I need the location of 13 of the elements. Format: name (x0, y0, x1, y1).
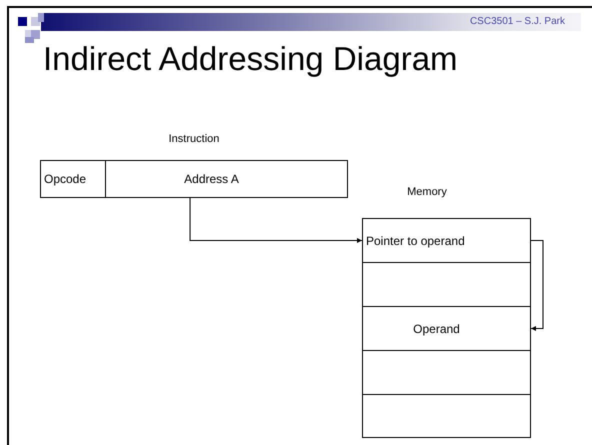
memory-cell (362, 262, 531, 307)
instruction-field: Opcode (40, 160, 106, 198)
slide-title: Indirect Addressing Diagram (43, 40, 458, 78)
footer-text: CSC3501 – S.J. Park (470, 16, 565, 27)
arrow (190, 198, 362, 243)
memory-cell (362, 350, 531, 395)
heading: Memory (406, 186, 448, 198)
memory-cell: Operand (362, 306, 531, 351)
instruction-field: Address A (105, 160, 348, 198)
arrow (530, 240, 544, 331)
heading: Instruction (168, 133, 220, 145)
memory-cell: Pointer to operand (362, 218, 531, 263)
memory-cell (362, 394, 531, 438)
